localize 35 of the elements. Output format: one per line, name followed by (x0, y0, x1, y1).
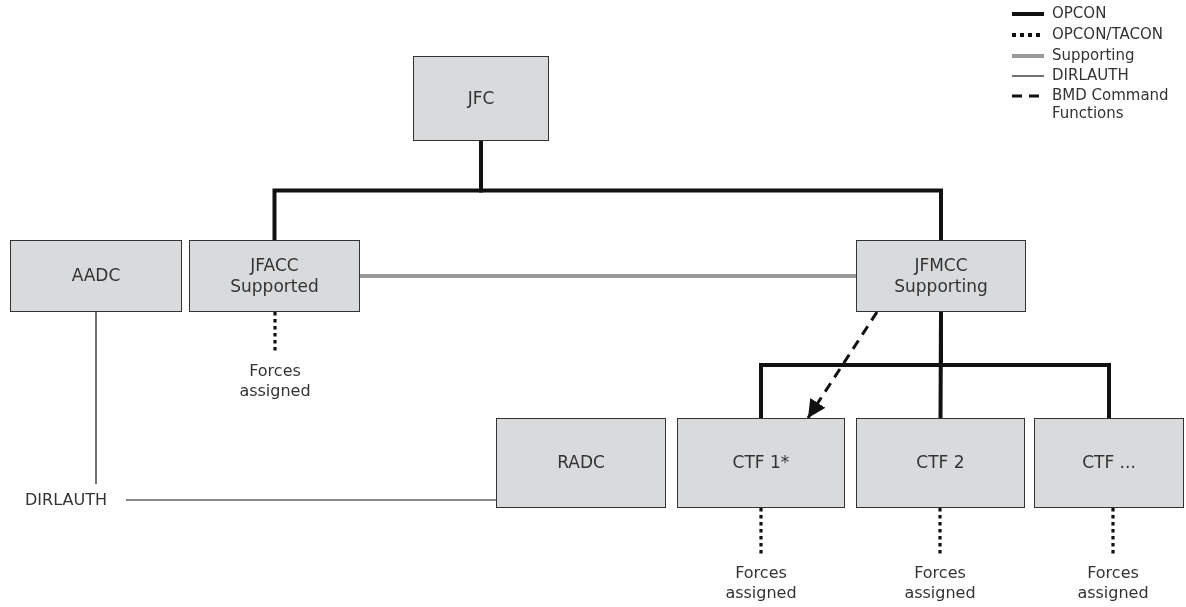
node-label: Forces assigned (706, 562, 816, 604)
legend-label: OPCON/TACON (1052, 25, 1164, 43)
connector-line (938, 508, 942, 556)
connector-line (95, 311, 97, 485)
node-label: Forces assigned (1058, 562, 1168, 604)
node-label: Forces assigned (220, 360, 330, 402)
legend-label: OPCON (1052, 4, 1108, 22)
org-box (1034, 418, 1184, 508)
box-label: JFACC Supported (229, 254, 320, 298)
connector-line (125, 499, 497, 501)
org-box (856, 418, 1025, 508)
arrow (806, 311, 879, 419)
box-label: CTF ... (1082, 452, 1136, 474)
box-label: CTF 2 (916, 452, 965, 474)
box-label: CTF 1* (732, 452, 790, 474)
box-label: RADC (557, 452, 605, 474)
legend-label: Supporting (1052, 46, 1136, 64)
org-box (189, 240, 360, 312)
org-box (413, 56, 549, 141)
connector-line (479, 141, 943, 240)
node-label: DIRLAUTH (14, 488, 118, 512)
connector-line (360, 274, 856, 278)
connector-line (273, 312, 277, 354)
org-box (677, 418, 845, 508)
connector-line (1111, 508, 1115, 556)
org-box (496, 418, 666, 508)
box-label: JFC (467, 87, 495, 110)
connector-line (759, 508, 763, 556)
legend-label: BMD Command Functions (1052, 86, 1170, 122)
box-label: AADC (71, 265, 121, 287)
org-box (10, 240, 182, 312)
box-label: JFMCC Supporting (893, 254, 989, 298)
node-label: Forces assigned (885, 562, 995, 604)
org-box (856, 240, 1026, 312)
legend-label: DIRLAUTH (1052, 66, 1130, 84)
